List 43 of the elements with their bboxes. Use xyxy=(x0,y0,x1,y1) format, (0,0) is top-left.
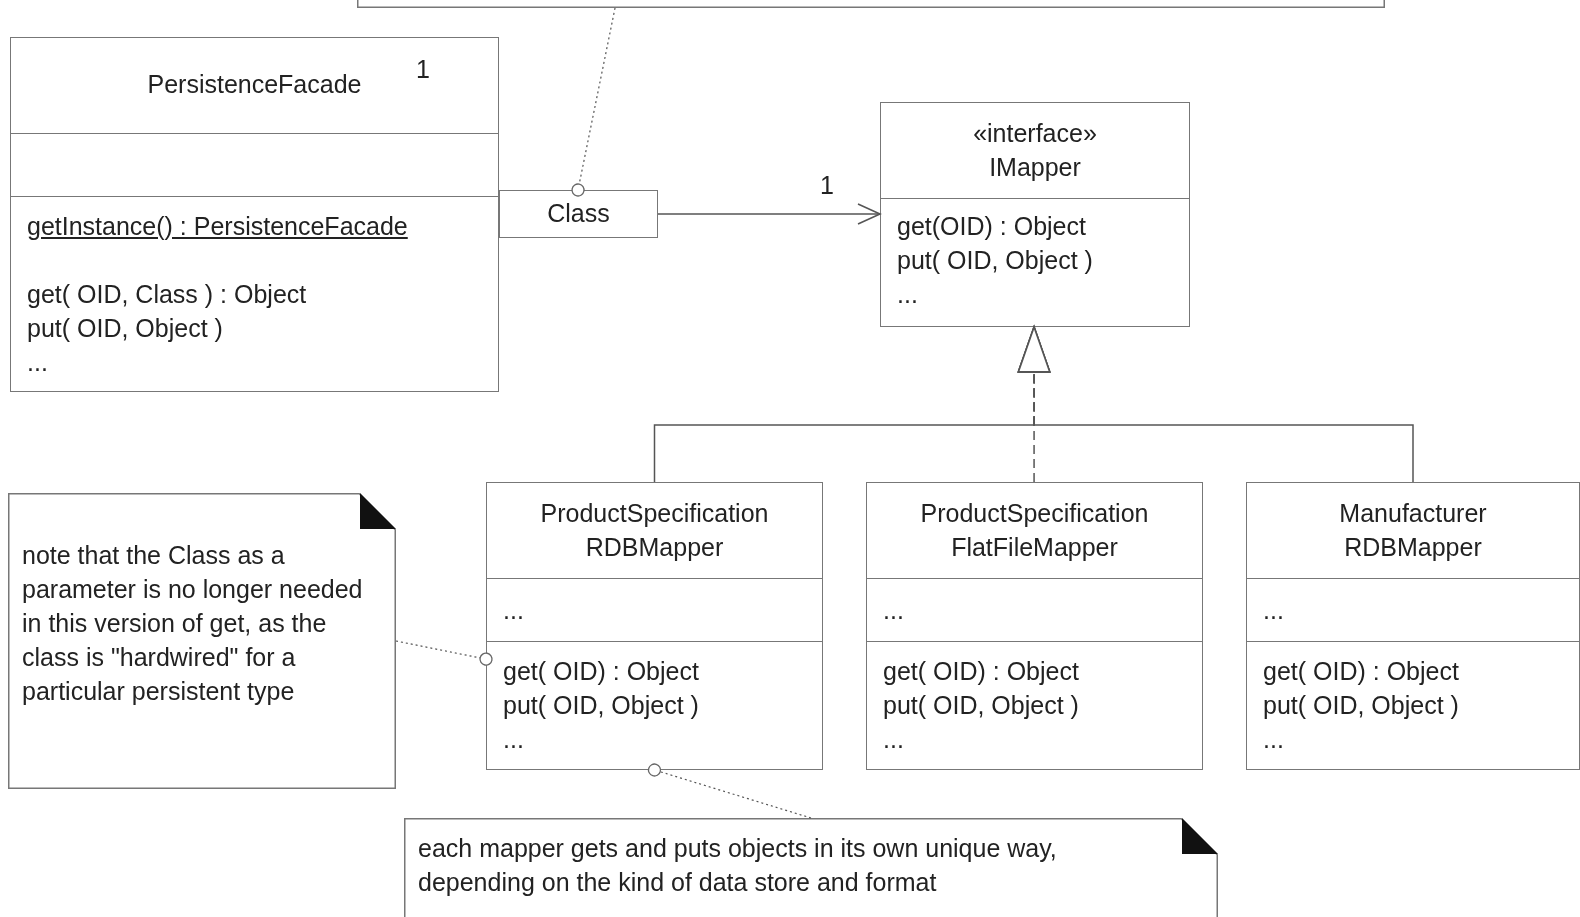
realization-arrow xyxy=(1017,326,1414,483)
note-text: each mapper gets and puts objects in its own unique way, depending on the kind of data store and format xyxy=(417,833,1058,898)
association-arrow xyxy=(657,203,881,225)
class-box xyxy=(1246,482,1580,770)
method-signature: put( OID, Object ) xyxy=(27,313,223,344)
dotted-line xyxy=(647,763,812,819)
method-signature: put( OID, Object ) xyxy=(883,690,1079,721)
class-box xyxy=(866,482,1203,770)
method-signature: get( OID) : Object xyxy=(1263,656,1459,687)
dotted-line xyxy=(571,7,616,197)
interface-box xyxy=(880,102,1190,327)
method-signature: get( OID, Class ) : Object xyxy=(27,279,307,310)
ellipsis: ... xyxy=(1263,595,1284,626)
method-signature: put( OID, Object ) xyxy=(1263,690,1459,721)
class-name: Manufacturer RDBMapper xyxy=(1339,498,1487,563)
class-box xyxy=(10,37,499,392)
ellipsis: ... xyxy=(503,595,524,626)
class-name: PersistenceFacade xyxy=(147,69,362,100)
ellipsis: ... xyxy=(503,724,524,755)
ellipsis: ... xyxy=(1263,724,1284,755)
static-method-signature: getInstance() : PersistenceFacade xyxy=(27,211,408,242)
ellipsis: ... xyxy=(897,279,918,310)
class-name: IMapper xyxy=(989,152,1081,183)
method-signature: get( OID) : Object xyxy=(503,656,699,687)
method-signature: put( OID, Object ) xyxy=(897,245,1093,276)
qualifier-label: Class xyxy=(547,198,610,229)
stereotype-label: «interface» xyxy=(973,118,1097,149)
ellipsis: ... xyxy=(883,724,904,755)
multiplicity-label: 1 xyxy=(416,54,430,85)
multiplicity-label: 1 xyxy=(820,171,834,199)
qualifier-box xyxy=(499,190,658,238)
note-box xyxy=(8,493,396,789)
class-name: ProductSpecification FlatFileMapper xyxy=(920,498,1149,563)
method-signature: get( OID) : Object xyxy=(883,656,1079,687)
method-signature: get(OID) : Object xyxy=(897,211,1086,242)
dotted-line xyxy=(395,640,493,666)
ellipsis: ... xyxy=(27,347,48,378)
ellipsis: ... xyxy=(883,595,904,626)
method-signature: put( OID, Object ) xyxy=(503,690,699,721)
class-name: ProductSpecification RDBMapper xyxy=(540,498,769,563)
note-text: note that the Class as a parameter is no longer needed in this version of get, as the class is "hardwired" for a particular persistent type xyxy=(21,540,364,707)
note-box xyxy=(404,818,1218,917)
class-box xyxy=(486,482,823,770)
